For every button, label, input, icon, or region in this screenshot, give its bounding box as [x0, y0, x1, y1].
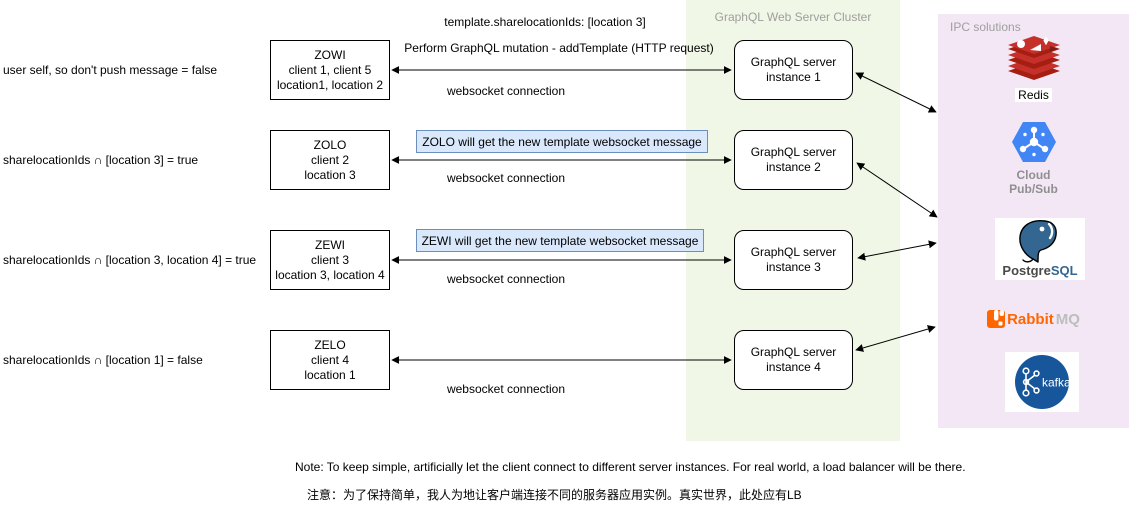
client-line3: location1, location 2	[276, 77, 384, 92]
cloud-pubsub-icon	[1011, 122, 1056, 162]
server-line2: instance 3	[766, 260, 821, 274]
client-name: ZOWI	[314, 47, 346, 62]
client-line2: client 2	[310, 152, 350, 167]
row3-websocket-label: websocket connection	[446, 272, 566, 286]
note-chinese: 注意：为了保持简单，我人为地让客户端连接不同的服务器应用实例。真实世界，此处应有…	[307, 488, 802, 502]
row3-condition-label: sharelocationIds ∩ [location 3, location…	[3, 253, 257, 267]
note-english: Note: To keep simple, artificially let t…	[295, 460, 966, 474]
server-box-instance-2: GraphQL server instance 2	[734, 130, 853, 190]
ipc-item-pubsub: Cloud Pub/Sub	[938, 122, 1129, 196]
server-line2: instance 4	[766, 360, 821, 374]
ipc-item-redis: Redis	[938, 36, 1129, 102]
client-box-zolo: ZOLO client 2 location 3	[270, 130, 390, 190]
cloud-pubsub-label: Cloud Pub/Sub	[1009, 168, 1058, 196]
row1-websocket-label: websocket connection	[446, 84, 566, 98]
ipc-item-kafka: kafka	[1005, 352, 1079, 412]
postgresql-icon	[1019, 219, 1057, 263]
client-line2: client 3	[310, 252, 350, 267]
server-line1: GraphQL server	[750, 345, 837, 359]
client-line2: client 4	[310, 352, 350, 367]
server-box-instance-1: GraphQL server instance 1	[734, 40, 853, 100]
rabbitmq-label-mq: MQ	[1055, 310, 1080, 328]
client-line2: client 1, client 5	[288, 62, 372, 77]
server-line2: instance 2	[766, 160, 821, 174]
template-payload-label: template.sharelocationIds: [location 3]	[444, 15, 646, 29]
cluster-region-title: GraphQL Web Server Cluster	[714, 10, 872, 24]
row4-websocket-label: websocket connection	[446, 382, 566, 396]
client-box-zewi: ZEWI client 3 location 3, location 4	[270, 230, 390, 290]
row4-condition-label: sharelocationIds ∩ [location 1] = false	[3, 353, 203, 367]
row2-message-callout: ZOLO will get the new template websocket…	[416, 130, 708, 153]
ipc-solutions-region: IPC solutions Redis	[938, 14, 1129, 428]
svg-text:kafka: kafka	[1042, 376, 1071, 390]
row2-websocket-label: websocket connection	[446, 171, 566, 185]
rabbitmq-icon	[987, 310, 1006, 328]
ipc-region-title: IPC solutions	[950, 20, 1021, 34]
server-line1: GraphQL server	[750, 145, 837, 159]
client-line3: location 3, location 4	[275, 267, 385, 282]
row3-message-callout: ZEWI will get the new template websocket…	[416, 229, 704, 252]
mutation-request-label: Perform GraphQL mutation - addTemplate (…	[404, 41, 714, 55]
client-box-zowi: ZOWI client 1, client 5 location1, locat…	[270, 40, 390, 100]
row1-condition-label: user self, so don't push message = false	[3, 63, 218, 77]
server-line1: GraphQL server	[750, 245, 837, 259]
redis-label: Redis	[1015, 88, 1052, 102]
postgresql-label: PostgreSQL	[1002, 263, 1078, 278]
server-line1: GraphQL server	[750, 55, 837, 69]
client-box-zelo: ZELO client 4 location 1	[270, 330, 390, 390]
ipc-item-postgresql: PostgreSQL	[995, 218, 1085, 280]
kafka-icon: kafka	[1005, 352, 1079, 412]
server-line2: instance 1	[766, 70, 821, 84]
client-name: ZELO	[314, 337, 346, 352]
client-name: ZOLO	[313, 137, 347, 152]
row2-condition-label: sharelocationIds ∩ [location 3] = true	[3, 153, 199, 167]
server-box-instance-3: GraphQL server instance 3	[734, 230, 853, 290]
client-line3: location 3	[304, 167, 356, 182]
client-name: ZEWI	[315, 237, 345, 252]
rabbitmq-label-rabbit: Rabbit	[1007, 310, 1054, 328]
client-line3: location 1	[304, 367, 356, 382]
server-box-instance-4: GraphQL server instance 4	[734, 330, 853, 390]
redis-icon	[1007, 36, 1060, 80]
